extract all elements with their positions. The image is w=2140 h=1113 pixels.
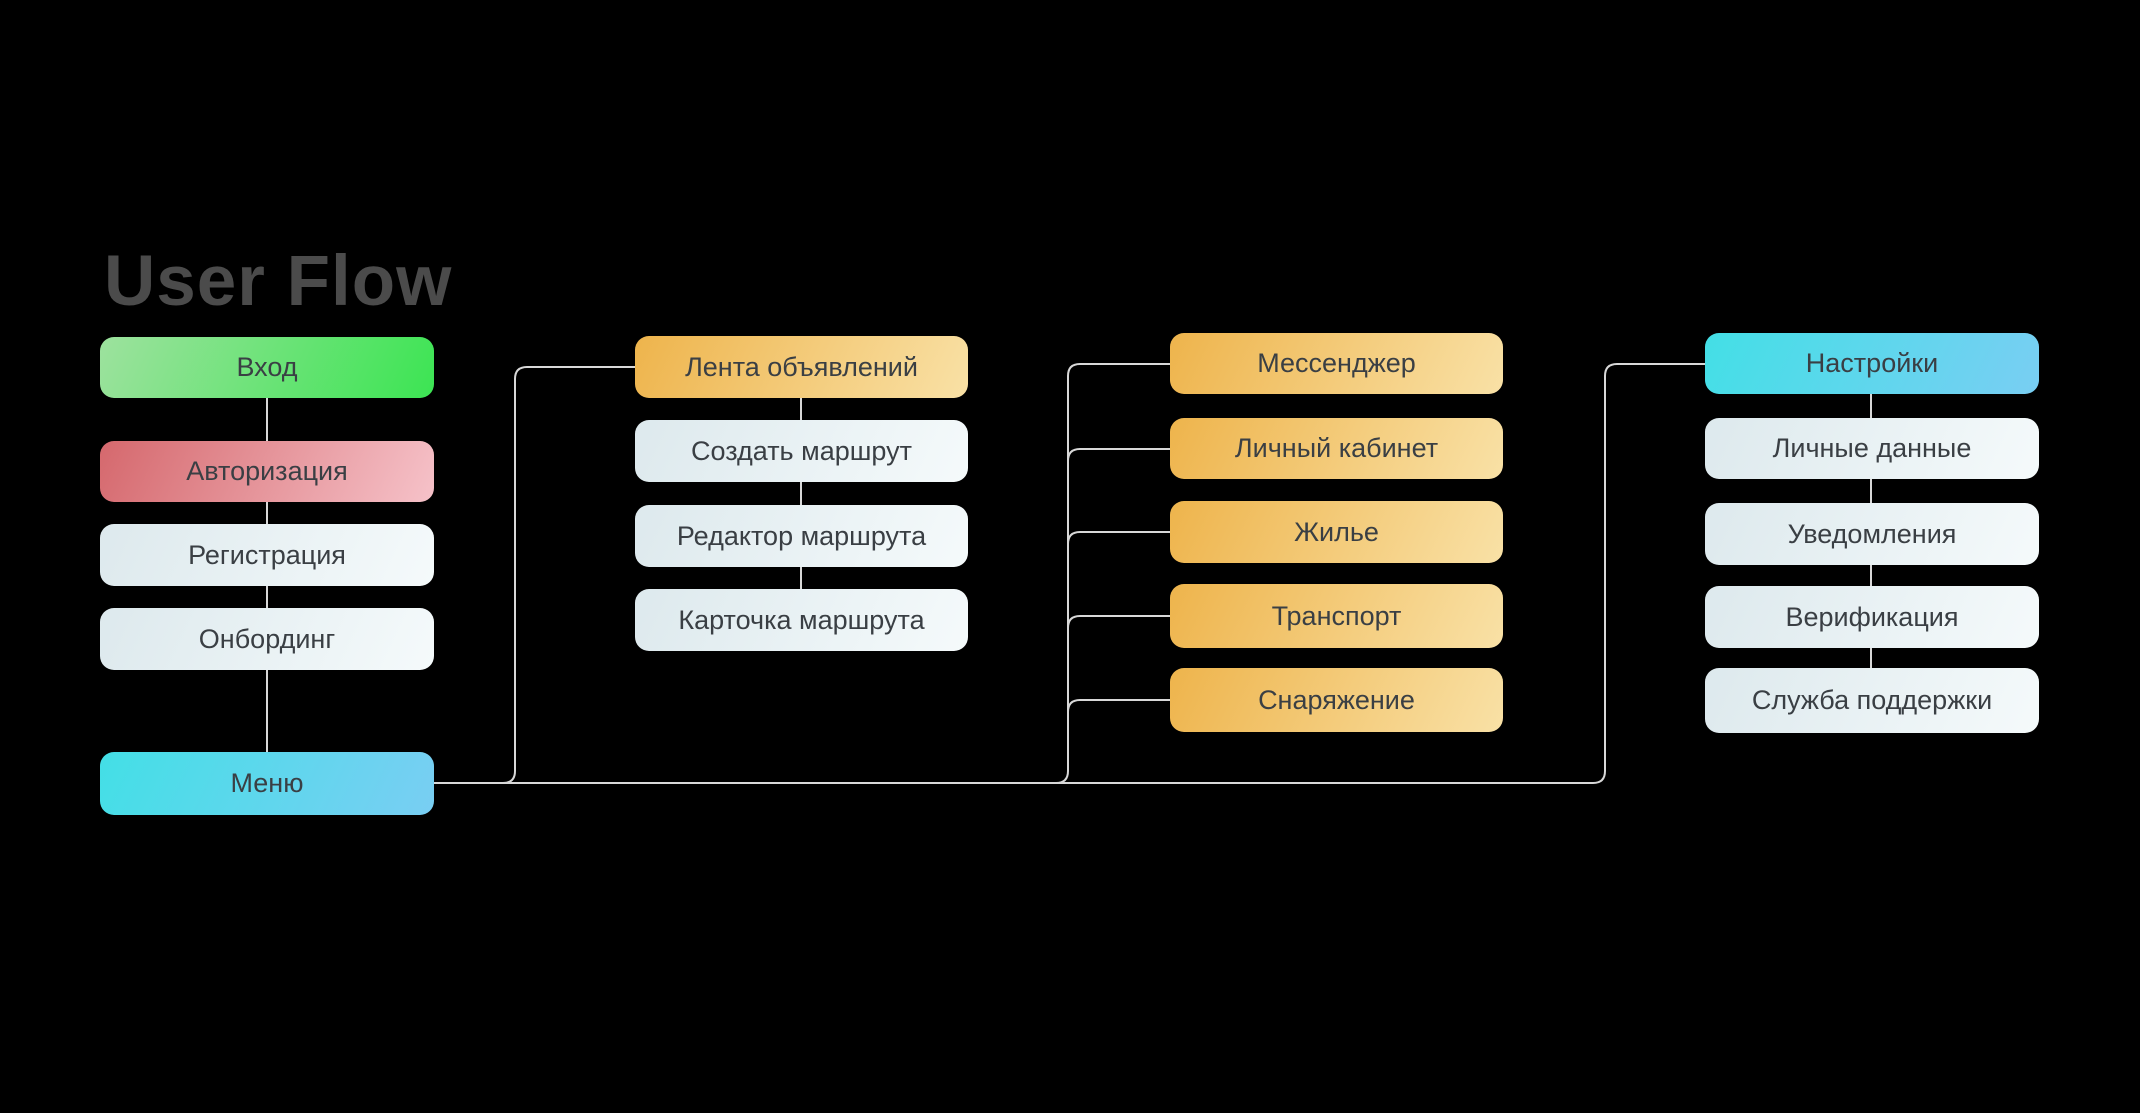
flow-node-label: Онбординг bbox=[198, 623, 336, 654]
flow-node-label: Авторизация bbox=[186, 456, 348, 486]
flow-node-label: Уведомления bbox=[1787, 518, 1957, 549]
flow-node: Личный кабинет bbox=[1170, 418, 1503, 479]
flow-node-label: Регистрация bbox=[188, 539, 346, 570]
flow-node-label: Меню bbox=[230, 768, 304, 798]
page-title: User Flow bbox=[104, 241, 453, 321]
flow-node-label: Редактор маршрута bbox=[676, 520, 927, 551]
flow-node: Редактор маршрута bbox=[635, 505, 968, 567]
flow-node: Онбординг bbox=[100, 608, 434, 670]
flow-node: Жилье bbox=[1170, 501, 1503, 563]
flow-node: Снаряжение bbox=[1170, 668, 1503, 732]
flow-node-label: Мессенджер bbox=[1257, 348, 1416, 378]
flow-node-label: Снаряжение bbox=[1258, 684, 1415, 715]
connector-group bbox=[266, 363, 1872, 784]
flow-node: Вход bbox=[100, 337, 434, 398]
flow-node: Меню bbox=[100, 752, 434, 815]
flow-node-label: Настройки bbox=[1805, 348, 1939, 378]
flow-node: Служба поддержки bbox=[1705, 668, 2039, 733]
flow-node-label: Служба поддержки bbox=[1751, 685, 1993, 715]
flow-node-label: Вход bbox=[236, 352, 298, 382]
flow-node-label: Создать маршрут bbox=[691, 435, 912, 466]
connector-menu-to-feed bbox=[434, 366, 635, 784]
flow-node: Мессенджер bbox=[1170, 333, 1503, 394]
flow-node: Карточка маршрута bbox=[635, 589, 968, 651]
flow-node: Лента объявлений bbox=[635, 336, 968, 398]
connector-trunk-to-messenger bbox=[1055, 363, 1170, 784]
connector-menu-to-settings bbox=[434, 363, 1705, 784]
flow-node-label: Жилье bbox=[1294, 516, 1379, 547]
flow-node: Авторизация bbox=[100, 441, 434, 502]
flow-node-label: Лента объявлений bbox=[685, 351, 918, 382]
flow-node-label: Транспорт bbox=[1271, 600, 1402, 631]
flow-node-label: Личные данные bbox=[1772, 433, 1972, 463]
connector-branch-zhilye bbox=[1067, 531, 1170, 545]
flow-node: Личные данные bbox=[1705, 418, 2039, 479]
connector-branch-transport bbox=[1067, 615, 1170, 629]
flow-node: Настройки bbox=[1705, 333, 2039, 394]
flow-node: Создать маршрут bbox=[635, 420, 968, 482]
flow-node-label: Карточка маршрута bbox=[678, 604, 925, 635]
flow-node: Регистрация bbox=[100, 524, 434, 586]
flow-node-label: Личный кабинет bbox=[1234, 433, 1439, 463]
connector-branch-lichnyy-kabinet bbox=[1067, 448, 1170, 462]
flow-node: Транспорт bbox=[1170, 584, 1503, 648]
flow-node: Верификация bbox=[1705, 586, 2039, 648]
flow-node: Уведомления bbox=[1705, 503, 2039, 565]
flow-node-label: Верификация bbox=[1785, 601, 1959, 632]
connector-branch-snaryazhenie bbox=[1067, 699, 1170, 713]
